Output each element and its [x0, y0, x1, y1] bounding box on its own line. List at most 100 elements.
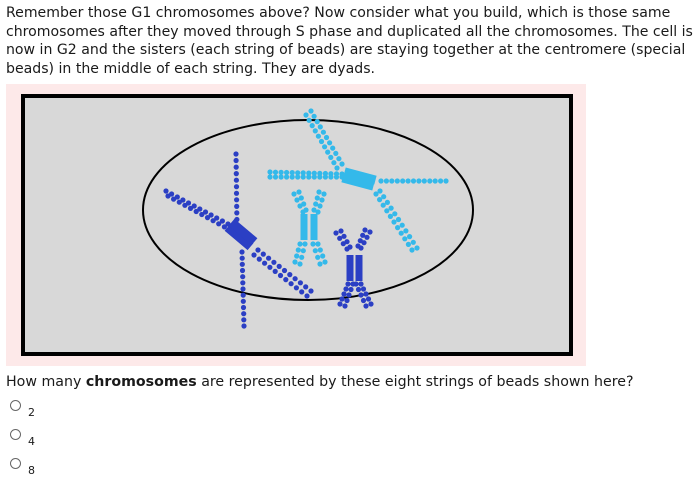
bead: [341, 233, 347, 239]
bead: [272, 169, 279, 175]
bead: [233, 177, 239, 183]
bead: [277, 272, 284, 279]
bead: [316, 189, 322, 195]
bead: [395, 216, 402, 223]
bead: [347, 244, 353, 250]
bead: [216, 221, 222, 227]
bead: [239, 249, 245, 255]
bead: [276, 263, 282, 269]
bead: [240, 298, 246, 304]
option-8[interactable]: 8: [10, 456, 35, 477]
bead: [360, 232, 366, 238]
bead: [398, 230, 404, 236]
bead: [339, 161, 345, 167]
bead: [287, 272, 293, 278]
bead: [283, 277, 289, 283]
bead: [294, 197, 300, 203]
bead: [233, 157, 239, 164]
bead: [389, 178, 395, 184]
bead: [289, 174, 295, 180]
chromosome-figure: [6, 84, 586, 366]
bead: [328, 154, 334, 160]
bead: [367, 229, 373, 235]
bead: [360, 286, 367, 292]
radio-button-2[interactable]: [10, 400, 21, 411]
bead: [241, 323, 247, 329]
bead: [239, 261, 245, 267]
bead: [293, 285, 299, 291]
bead: [306, 170, 312, 176]
bead: [331, 160, 337, 166]
bead: [363, 303, 369, 309]
bead: [233, 164, 239, 170]
bead: [284, 174, 290, 180]
bead: [297, 280, 303, 286]
bead: [345, 281, 351, 287]
centromere-bead: [355, 255, 363, 281]
bead: [322, 170, 328, 177]
bead: [416, 178, 422, 184]
bead: [191, 203, 197, 209]
bead: [402, 236, 408, 242]
bead: [295, 247, 301, 253]
question-text: How many chromosomes are represented by …: [6, 374, 634, 390]
bead: [409, 247, 415, 253]
bead: [240, 304, 247, 311]
bead: [272, 174, 279, 180]
radio-button-4[interactable]: [10, 429, 21, 440]
bead: [348, 286, 354, 293]
bead: [315, 254, 321, 260]
bead: [234, 197, 240, 203]
bead: [310, 241, 316, 247]
bead: [233, 190, 240, 196]
option-2[interactable]: 2: [10, 398, 35, 419]
bead: [288, 281, 294, 287]
bead: [187, 205, 194, 211]
bead: [284, 169, 290, 176]
radio-button-8[interactable]: [10, 458, 21, 469]
bead: [176, 199, 182, 205]
bead: [364, 234, 370, 240]
bead: [387, 213, 393, 219]
bead: [368, 301, 374, 307]
bead: [344, 297, 350, 304]
bead: [315, 241, 321, 247]
bead: [300, 174, 306, 180]
bead: [262, 260, 268, 266]
bead: [410, 239, 416, 245]
bead: [358, 281, 364, 287]
intro-paragraph: Remember those G1 chromosomes above? Now…: [6, 5, 693, 77]
bead: [381, 194, 387, 200]
bead: [281, 267, 288, 274]
bead: [410, 178, 417, 184]
bead: [328, 171, 334, 177]
bead: [297, 241, 303, 247]
bead: [317, 203, 323, 209]
bead: [380, 202, 386, 208]
option-4[interactable]: 4: [10, 427, 35, 448]
bead: [311, 113, 317, 119]
bead: [414, 245, 420, 251]
bead: [241, 317, 247, 323]
bead: [266, 255, 272, 261]
bead: [373, 191, 379, 197]
bead: [256, 256, 262, 262]
bead: [443, 178, 449, 184]
bead: [221, 224, 227, 230]
bead: [193, 208, 199, 215]
bead: [240, 280, 246, 286]
bead: [333, 171, 340, 177]
bead: [400, 178, 406, 184]
question-emphasis: chromosomes: [85, 374, 197, 390]
bead: [233, 184, 240, 190]
bead: [295, 170, 301, 176]
bead: [260, 251, 266, 257]
bead: [317, 247, 323, 253]
bead: [334, 165, 340, 171]
centromere-bead: [224, 223, 254, 251]
bead: [353, 281, 359, 287]
bead: [234, 210, 240, 216]
centromere-bead: [346, 255, 354, 281]
bead: [317, 124, 323, 130]
bead: [303, 207, 309, 213]
